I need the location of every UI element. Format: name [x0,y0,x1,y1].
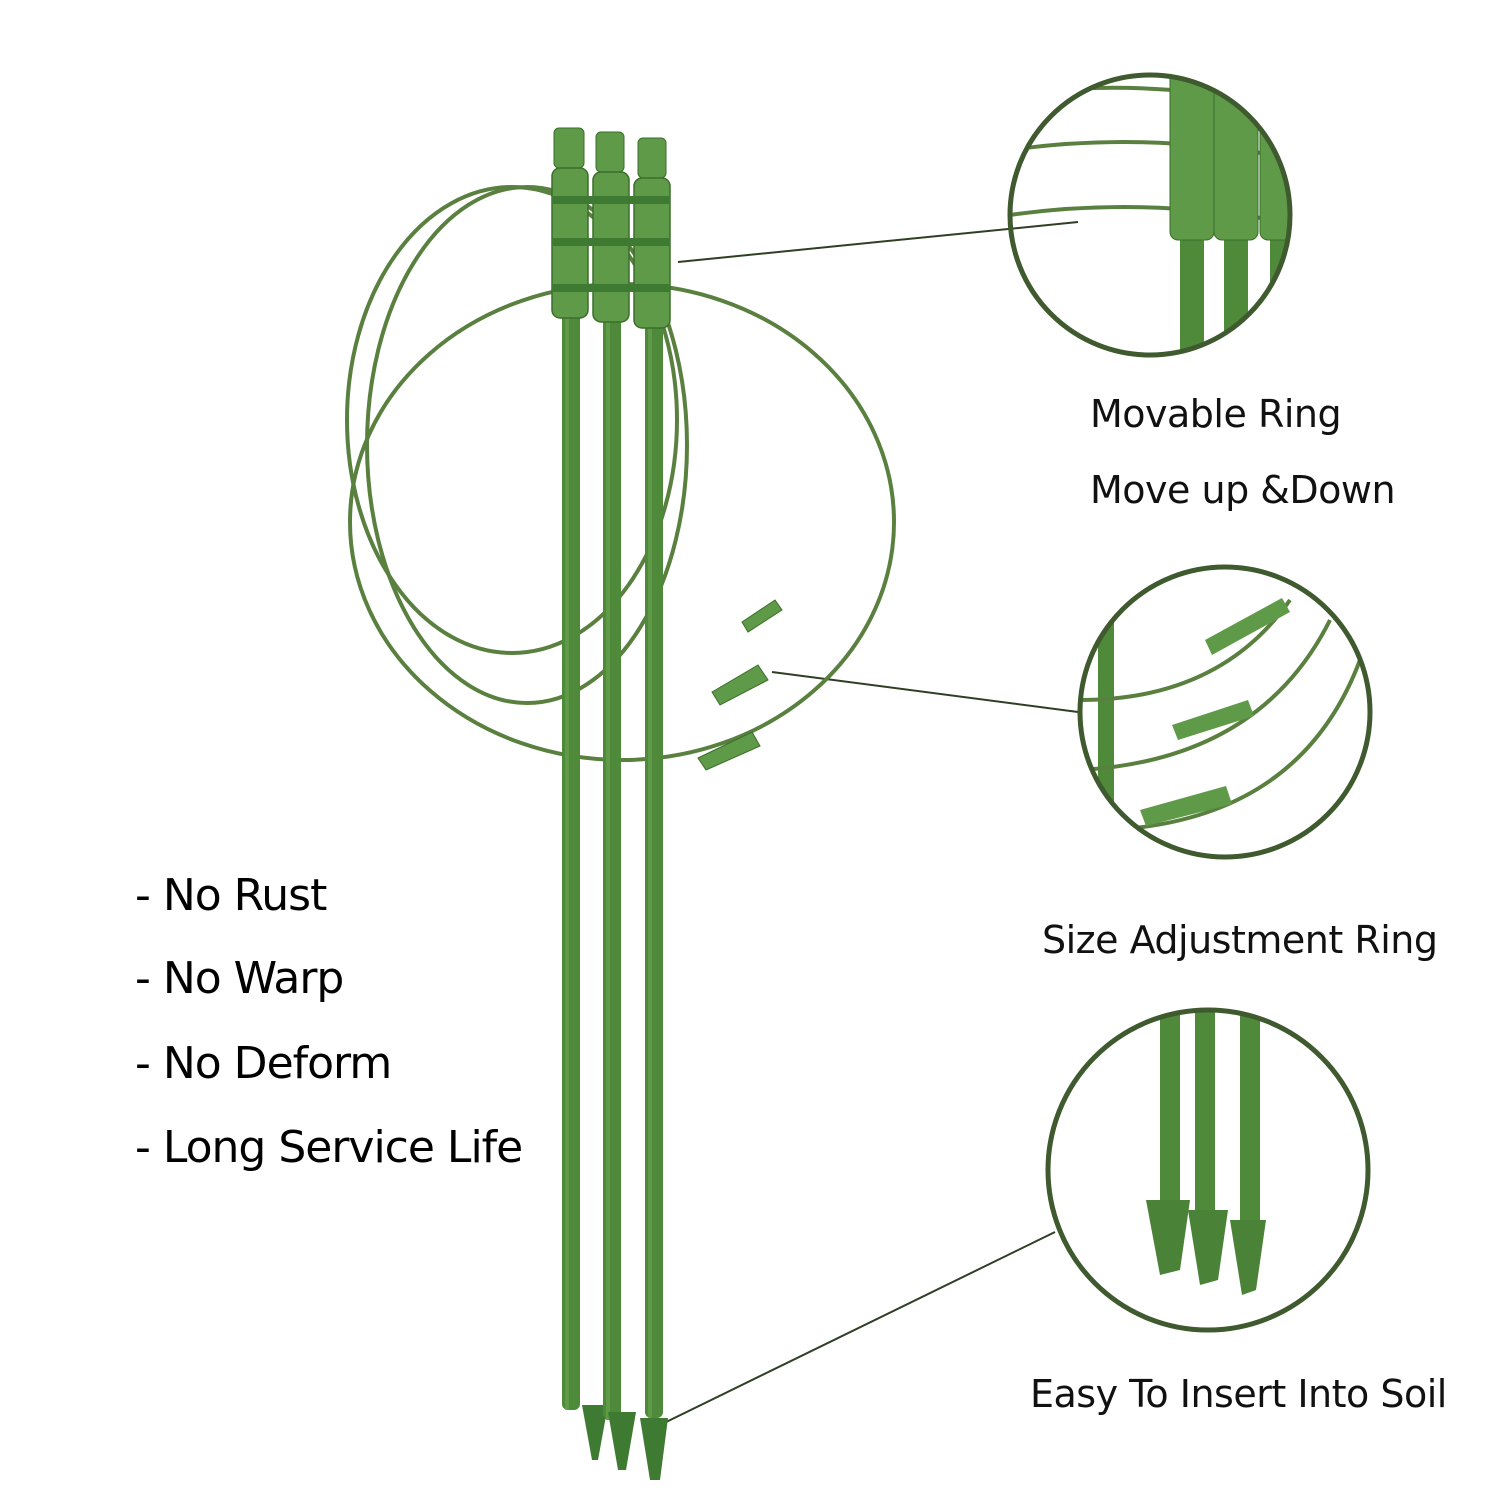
feature-long-service-life: - Long Service Life [135,1122,523,1173]
feature-no-rust: - No Rust [135,870,327,921]
callout-circle-easy-insert [1045,1007,1371,1333]
stake-left [553,127,608,1460]
ring-bottom [348,282,896,762]
ring-middle [365,185,689,705]
callout-label-easy-insert: Easy To Insert Into Soil [1030,1372,1447,1416]
stakes [551,127,671,1480]
feature-no-warp: - No Warp [135,953,344,1004]
stake-right [637,137,668,1480]
callout-label-size-adjustment: Size Adjustment Ring [1042,918,1438,962]
stake-collars [551,167,671,329]
callout-label-movable-ring-line1: Movable Ring [1090,392,1342,436]
ring-clips [697,599,783,771]
callout-circle-size-adjustment [1077,564,1373,860]
callout-label-movable-ring-line2: Move up &Down [1090,468,1396,512]
leader-line-middle [771,671,1079,713]
leader-lines [659,221,1079,1426]
callout-circle-movable-ring [1007,72,1293,358]
feature-no-deform: - No Deform [135,1038,392,1089]
leader-line-bottom [659,1231,1056,1426]
stake-middle [595,131,636,1470]
